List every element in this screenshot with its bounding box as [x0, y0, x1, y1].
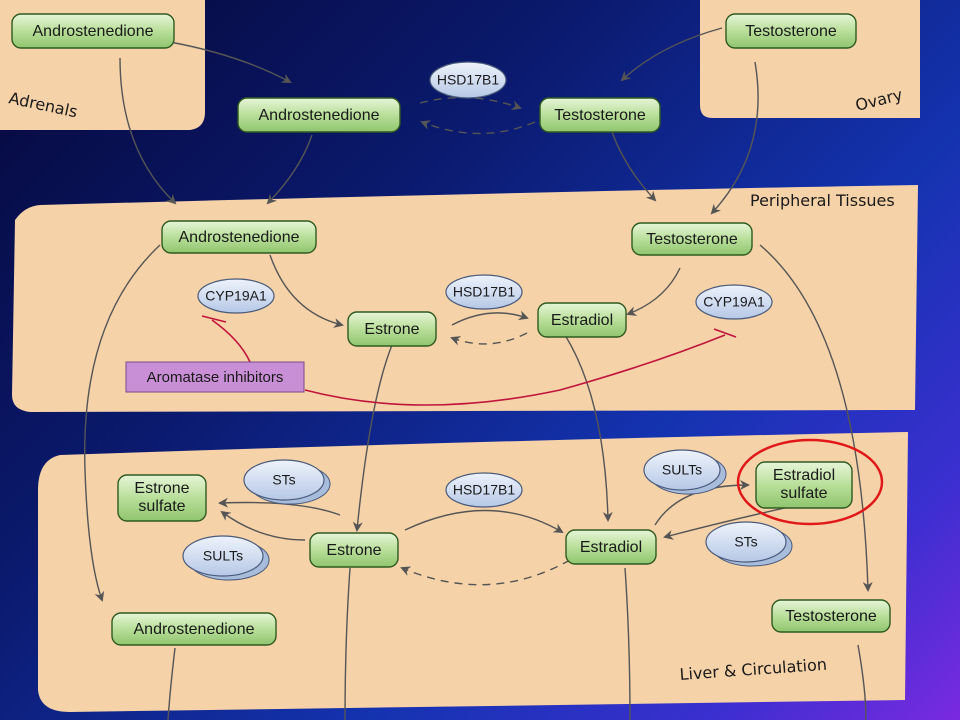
node-lc-androstenedione — [111, 612, 277, 646]
node-lc-estrone-sulfate — [117, 474, 207, 522]
enzyme-sts-left — [243, 459, 325, 501]
node-lc-estradiol — [565, 529, 657, 565]
node-label-lc-estrone-sulfate-2: sulfate — [138, 498, 185, 515]
enzyme-label-sts-left: STs — [272, 472, 295, 488]
node-label-lc-estrone: Estrone — [326, 542, 381, 559]
node-label-pt-androstenedione: Androstenedione — [179, 229, 300, 246]
enzyme-cyp-left — [197, 278, 275, 314]
node-blood-androstenedione — [237, 97, 401, 133]
node-label-lc-estradiol: Estradiol — [580, 539, 642, 556]
node-adrenal-androstenedione — [11, 13, 175, 49]
node-label-blood-testosterone: Testosterone — [554, 107, 646, 124]
node-pt-testosterone — [631, 222, 753, 256]
enzyme-hsd-top — [429, 61, 507, 99]
enzyme-sults-right — [643, 449, 721, 491]
enzyme-label-sults-right: SULTs — [662, 462, 702, 478]
node-label-ovary-testosterone: Testosterone — [745, 23, 837, 40]
node-label-lc-estradiol-sulfate-1: Estradiol — [773, 467, 835, 484]
node-label-lc-estradiol-sulfate-2: sulfate — [780, 485, 827, 502]
enzyme-label-hsd-pt: HSD17B1 — [453, 284, 515, 300]
peripheral-tissues-label: Peripheral Tissues — [750, 191, 895, 210]
node-lc-estrone — [309, 532, 399, 568]
enzyme-sts-right — [705, 521, 787, 563]
enzyme-hsd-pt — [445, 274, 523, 310]
node-label-lc-estrone-sulfate-1: Estrone — [134, 480, 189, 497]
node-label-pt-estradiol: Estradiol — [551, 312, 613, 329]
enzyme-label-cyp-right: CYP19A1 — [703, 294, 765, 310]
enzyme-label-hsd-top: HSD17B1 — [437, 72, 499, 88]
node-label-pt-estrone: Estrone — [364, 321, 419, 338]
node-label-lc-testosterone: Testosterone — [785, 608, 877, 625]
node-label-pt-testosterone: Testosterone — [646, 231, 738, 248]
node-label-blood-androstenedione: Androstenedione — [259, 107, 380, 124]
node-label-lc-androstenedione: Androstenedione — [134, 621, 255, 638]
inhibition-lines — [201, 315, 737, 406]
enzyme-hsd-lc — [445, 472, 523, 508]
highlight-circle — [736, 438, 884, 526]
enzyme-label-sults-left: SULTs — [203, 548, 243, 564]
node-ovary-testosterone — [725, 13, 857, 49]
node-lc-estradiol-sulfate — [755, 461, 853, 509]
aromatase-inhibitors-box — [125, 361, 305, 393]
node-label-adrenal-androstenedione: Androstenedione — [33, 23, 154, 40]
aromatase-inhibitors-label: Aromatase inhibitors — [147, 369, 284, 386]
node-blood-testosterone — [539, 97, 661, 133]
enzyme-label-hsd-lc: HSD17B1 — [453, 482, 515, 498]
node-lc-testosterone — [771, 599, 891, 633]
node-pt-androstenedione — [161, 220, 317, 254]
dashed-reverse-arrows — [400, 96, 571, 586]
node-pt-estrone — [347, 311, 437, 347]
enzyme-cyp-right — [695, 284, 773, 320]
node-pt-estradiol — [537, 302, 627, 338]
enzyme-sults-left — [182, 535, 264, 577]
pathway-arrows — [84, 27, 873, 720]
enzyme-label-cyp-left: CYP19A1 — [205, 288, 267, 304]
enzyme-label-sts-right: STs — [734, 534, 757, 550]
